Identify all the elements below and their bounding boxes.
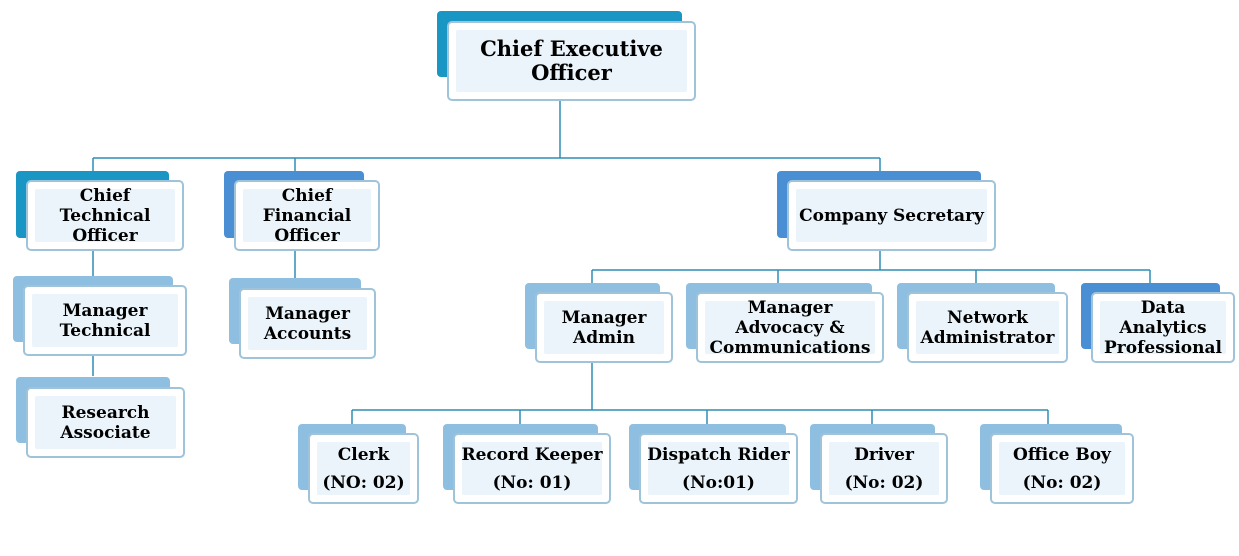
node-manager-technical-label: Manager Technical: [59, 300, 151, 341]
node-data-analytics-label: Data Analytics Professional: [1104, 297, 1222, 358]
node-driver-count: (No: 02): [844, 472, 924, 493]
node-manager-accounts-label: Manager Accounts: [263, 303, 352, 344]
node-company-secretary-label: Company Secretary: [799, 205, 984, 226]
node-dispatch-rider-title: Dispatch Rider: [647, 444, 790, 465]
node-dispatch-rider-count: (No:01): [682, 472, 755, 493]
node-clerk-count: (NO: 02): [322, 472, 405, 493]
node-office-boy-title: Office Boy: [1013, 444, 1111, 465]
node-record-keeper-count: (No: 01): [492, 472, 572, 493]
node-manager-admin-label: Manager Admin: [561, 307, 647, 348]
node-clerk-title: Clerk: [337, 444, 390, 465]
node-cfo-label: Chief Financial Officer: [262, 185, 352, 246]
node-record-keeper-title: Record Keeper: [461, 444, 603, 465]
node-research-associate-label: Research Associate: [60, 402, 151, 443]
node-ceo-label: Chief Executive Officer: [480, 36, 663, 85]
node-manager-advocacy-label: Manager Advocacy & Communications: [709, 297, 871, 358]
node-driver-title: Driver: [854, 444, 914, 465]
node-office-boy-count: (No: 02): [1022, 472, 1102, 493]
node-network-administrator-label: Network Administrator: [920, 307, 1055, 348]
node-cto-label: Chief Technical Officer: [59, 185, 151, 246]
